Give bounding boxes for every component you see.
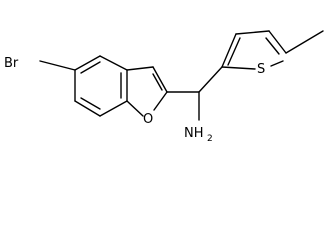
- double-bond-inner: [265, 37, 280, 55]
- bond: [270, 60, 284, 67]
- bond-to-bromine: [39, 60, 76, 71]
- bromine-atom: Br: [4, 56, 19, 71]
- bond: [74, 55, 101, 71]
- double-bond-inner: [152, 73, 163, 91]
- thiophene-sulfur-atom: S: [257, 62, 265, 77]
- bond: [99, 55, 128, 71]
- bond: [221, 33, 237, 68]
- amine-label: NH: [184, 126, 204, 141]
- bond-to-thiophene: [198, 66, 223, 93]
- molecule-structure: Br O S NH 2: [4, 30, 324, 144]
- benzene-ring: [74, 55, 128, 117]
- oxygen-label: O: [143, 112, 153, 127]
- amine-subscript: 2: [207, 134, 213, 144]
- bond: [74, 100, 101, 117]
- amine-group: NH 2: [184, 126, 213, 144]
- double-bond-inner: [80, 61, 101, 74]
- bond: [268, 30, 287, 54]
- double-bond-inner: [227, 37, 241, 66]
- bond: [99, 100, 128, 117]
- double-bond-inner: [80, 97, 101, 110]
- furan-oxygen-atom: O: [143, 112, 153, 127]
- bond: [126, 66, 154, 71]
- methyl-bond: [285, 30, 324, 54]
- bond: [126, 100, 144, 117]
- bond: [235, 30, 270, 35]
- sulfur-label: S: [257, 62, 265, 77]
- thiophene-ring: [221, 30, 287, 70]
- bond: [153, 91, 168, 111]
- bromine-label: Br: [4, 56, 19, 71]
- bond: [152, 66, 168, 93]
- furan-ring: [126, 66, 168, 117]
- bond: [221, 66, 256, 70]
